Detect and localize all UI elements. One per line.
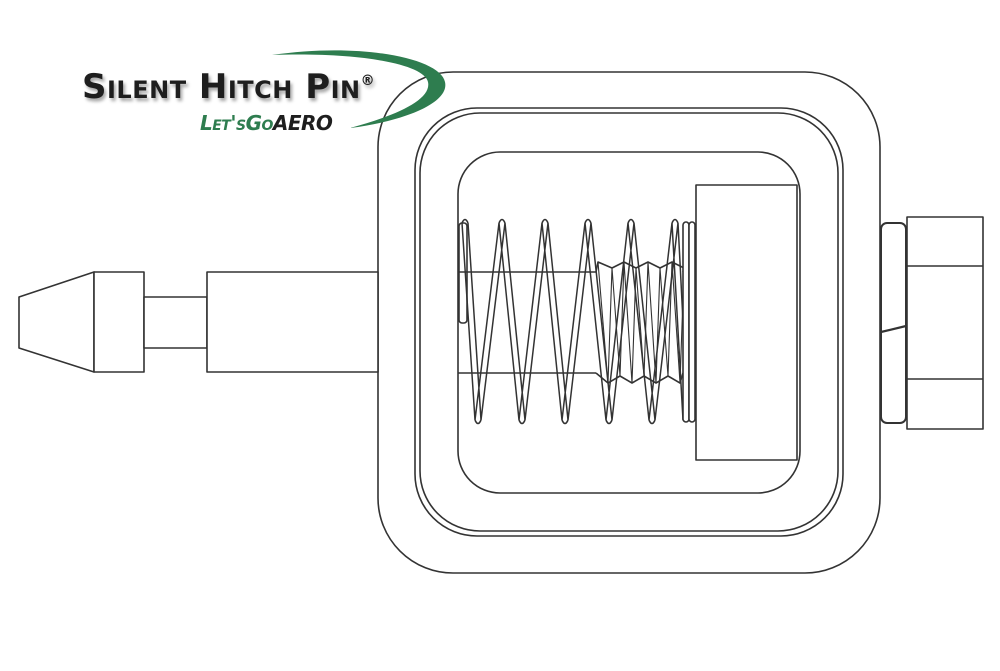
spring (461, 222, 689, 421)
lock-washer-split (880, 324, 907, 334)
receiver-frame-inner (457, 151, 801, 494)
cap-washer-b (688, 221, 696, 423)
logo-sub-prefix: Let'sGo (200, 111, 273, 135)
receiver-frame-middle-a (414, 107, 844, 537)
bellows-bottom (595, 372, 684, 384)
logo-sub-brand: AERO (272, 111, 333, 135)
pin-body (206, 271, 379, 373)
brand-logo: Silent Hitch Pin® Let'sGoAERO (70, 45, 460, 145)
logo-title-text: Silent Hitch Pin (82, 67, 361, 107)
receiver-frame-middle-b (419, 112, 839, 532)
lock-washer (880, 222, 907, 424)
pin-collar (93, 271, 145, 373)
cap-washer-a (682, 221, 690, 423)
end-cap (695, 184, 798, 461)
hex-nut (906, 216, 984, 430)
logo-subtitle: Let'sGoAERO (200, 111, 333, 135)
logo-title: Silent Hitch Pin® (82, 67, 375, 107)
registered-mark: ® (360, 73, 376, 89)
spring-retainer (458, 222, 468, 324)
bellows-top (595, 261, 685, 273)
receiver-frame-outer (377, 71, 881, 574)
pin-tip (18, 271, 95, 373)
pin-neck (143, 296, 208, 349)
spring-coil-tips (461, 218, 679, 425)
